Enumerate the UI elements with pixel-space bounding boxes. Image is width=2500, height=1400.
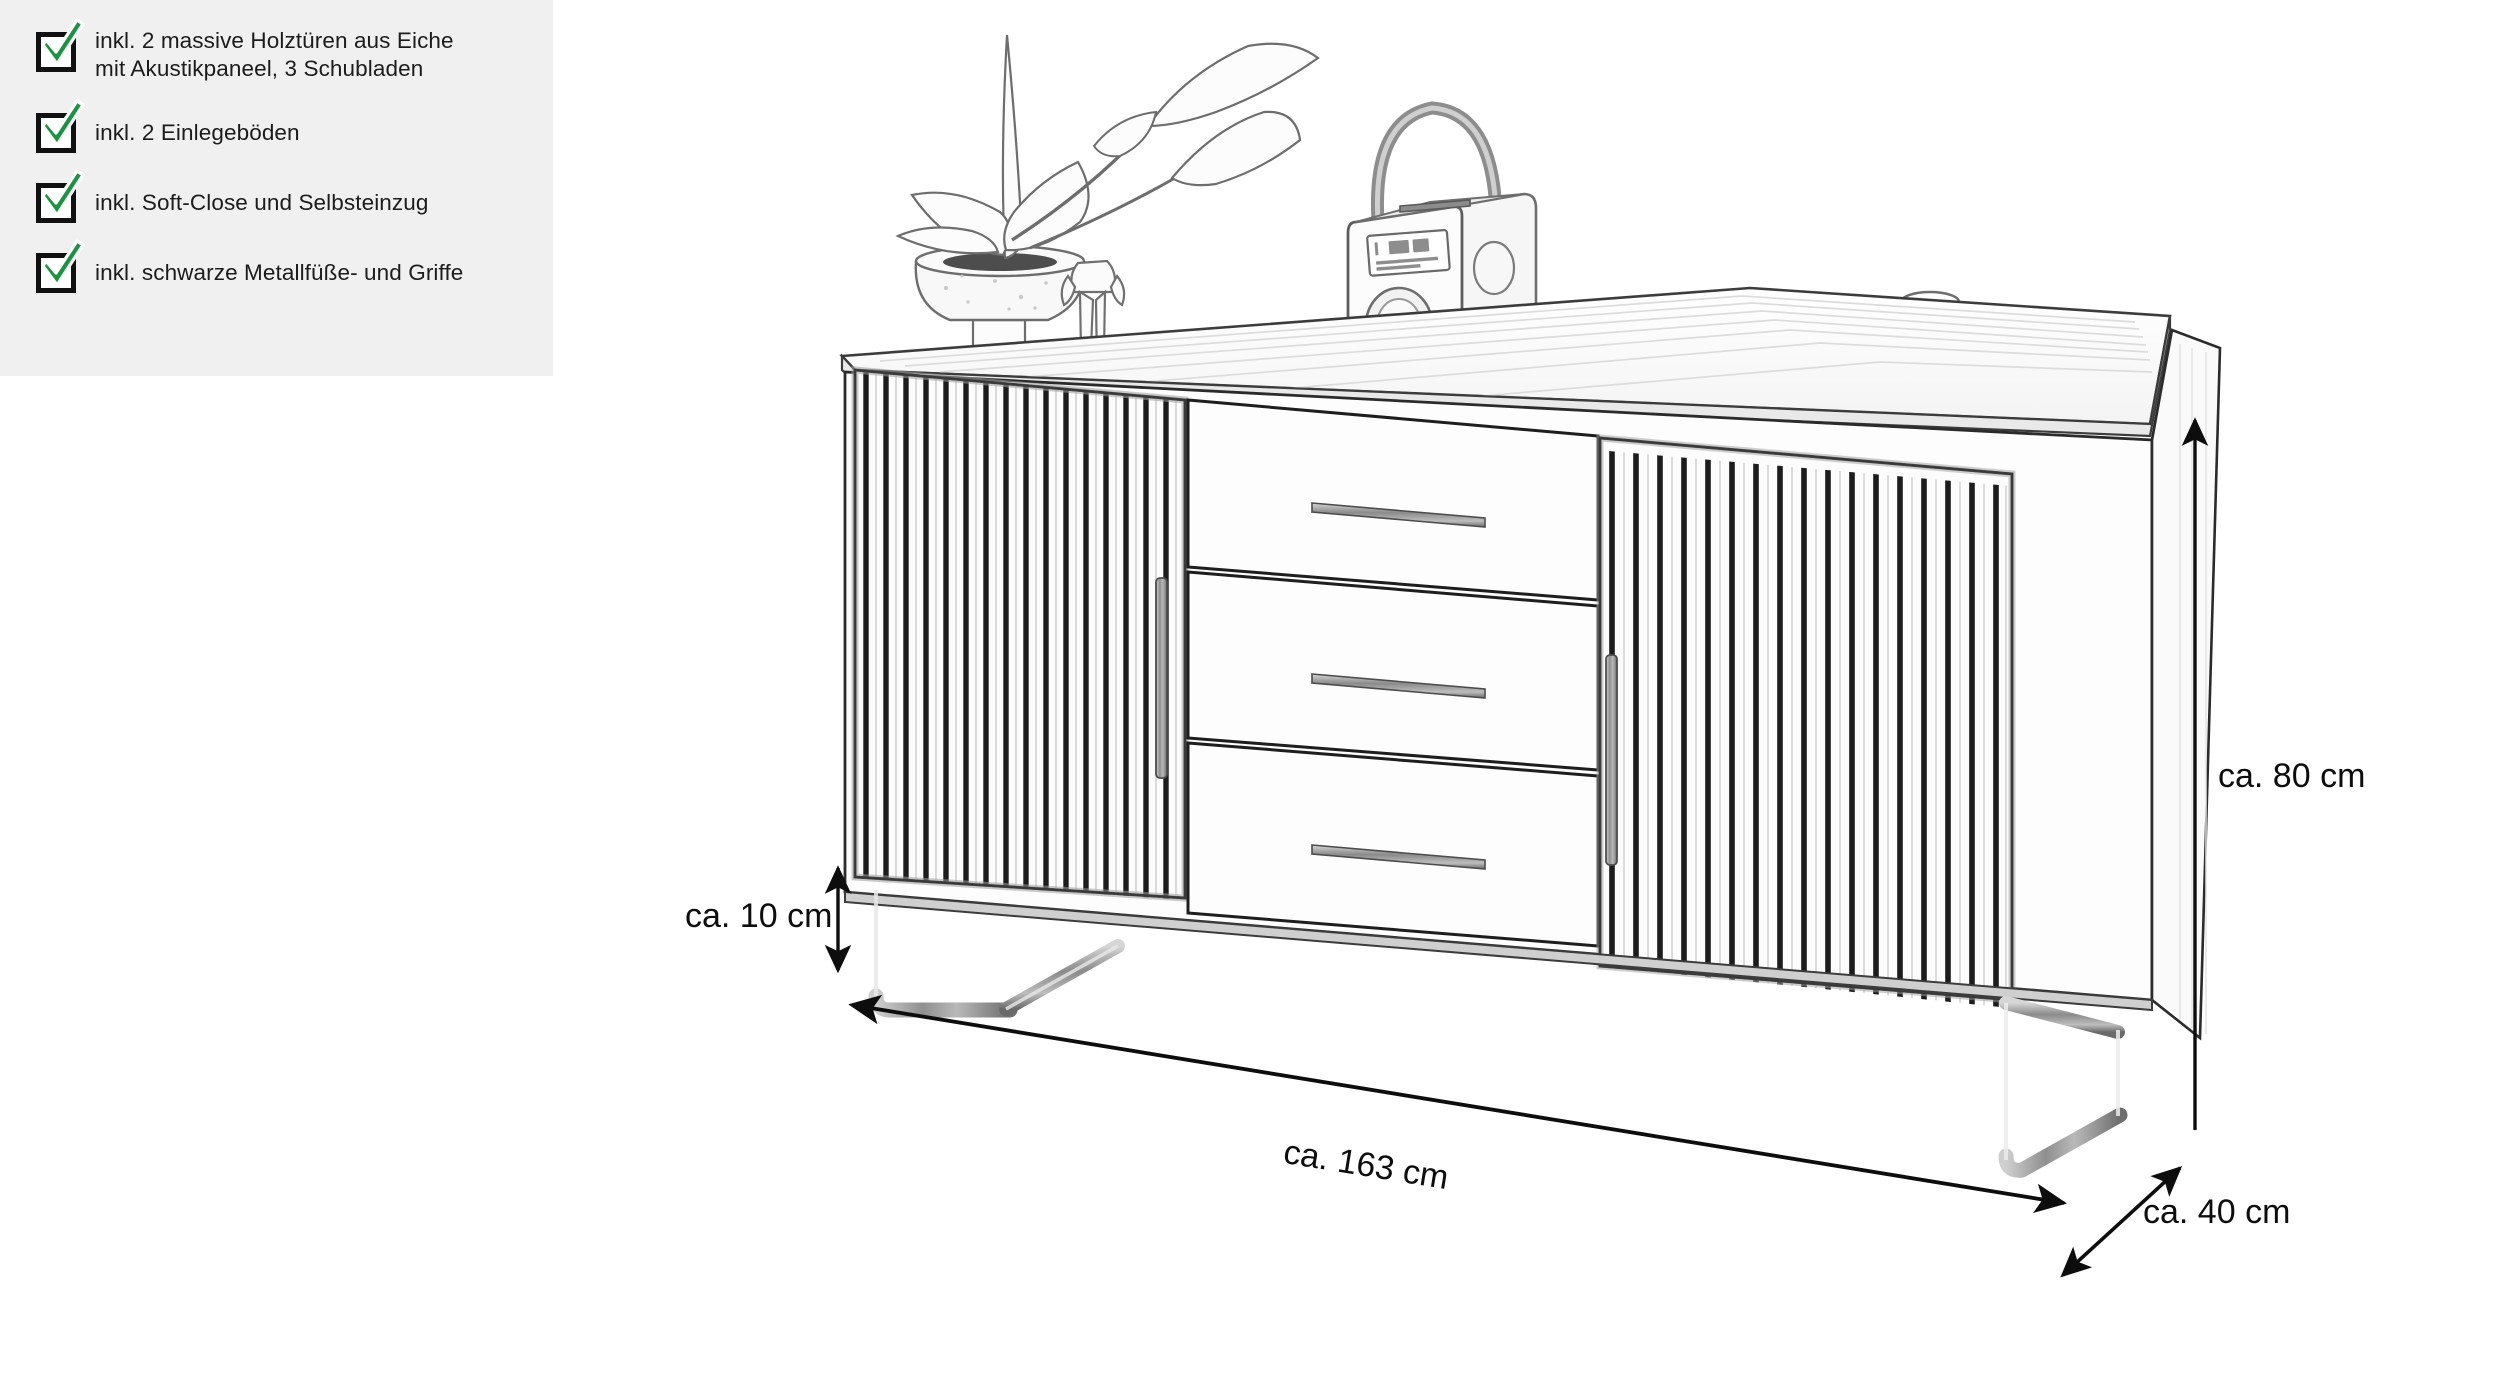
drawer-top[interactable] (1186, 398, 1600, 602)
checkbox-checked-icon (33, 169, 85, 225)
stacked-books (1698, 333, 2046, 431)
check-mark-icon (41, 169, 85, 217)
top-wood-grain (879, 295, 2153, 404)
right-door-slats (1609, 450, 2007, 1008)
metal-leg-left (868, 882, 1125, 1018)
dimension-label-leg-height: ca. 10 cm (685, 897, 833, 935)
feature-item-softclose: inkl. Soft-Close und Selbsteinzug (0, 169, 553, 225)
feature-item-label: inkl. 2 Einlegeböden (95, 120, 300, 145)
drawer-top-handle[interactable] (1311, 502, 1486, 528)
left-slat-door[interactable] (851, 360, 1189, 940)
cabinet-top-surface (839, 286, 2172, 426)
drawer-stack (1186, 398, 1600, 948)
feature-item-label: inkl. schwarze Metallfüße- und Griffe (95, 260, 464, 285)
checkbox-checked-icon (33, 18, 85, 74)
check-mark-icon (41, 239, 85, 287)
drawer-bottom-handle[interactable] (1311, 844, 1486, 870)
decorative-bowl (1736, 331, 1828, 380)
feature-item-label: inkl. 2 massive Holztüren aus Eiche mit … (95, 28, 454, 81)
wooden-figurine (1060, 259, 1126, 381)
glass-candle (1899, 290, 1961, 383)
drawer-middle-handle[interactable] (1311, 673, 1486, 699)
side-wood-grain (2155, 372, 2169, 996)
metal-leg-right (1998, 995, 2128, 1178)
cabinet-right-side-panel (2150, 329, 2174, 1001)
checkbox-checked-icon (33, 99, 85, 155)
cabinet-top-front-edge (840, 315, 2172, 438)
left-door-slats (863, 370, 1177, 900)
feature-list-panel: inkl. 2 massive Holztüren aus Eiche mit … (0, 0, 553, 376)
textured-candle-holder (1840, 328, 1892, 393)
cabinet-depth-strip (2150, 328, 2222, 1041)
dimension-label-width: ca. 163 cm (1280, 1133, 1452, 1198)
dimension-label-height: ca. 80 cm (2218, 757, 2366, 795)
drawer-middle[interactable] (1186, 570, 1600, 772)
feature-item-label: inkl. Soft-Close und Selbsteinzug (95, 190, 429, 215)
left-door-handle[interactable] (1155, 577, 1168, 779)
feature-item-shelves: inkl. 2 Einlegeböden (0, 99, 553, 155)
cabinet-bottom-rail (844, 890, 2153, 1012)
cabinet-front-body (843, 370, 2154, 1002)
drawer-bottom[interactable] (1186, 741, 1600, 948)
potted-plant (895, 34, 1320, 363)
check-mark-icon (41, 18, 85, 66)
dimension-label-depth: ca. 40 cm (2143, 1193, 2291, 1231)
feature-item-doors: inkl. 2 massive Holztüren aus Eiche mit … (0, 18, 553, 83)
dim-arrow-width (848, 994, 2068, 1213)
checkbox-checked-icon (33, 239, 85, 295)
feature-item-feet: inkl. schwarze Metallfüße- und Griffe (0, 239, 553, 295)
check-mark-icon (41, 99, 85, 147)
portable-radio (1346, 101, 1538, 394)
right-slat-door[interactable] (1596, 430, 2016, 1044)
right-door-handle[interactable] (1605, 654, 1618, 866)
